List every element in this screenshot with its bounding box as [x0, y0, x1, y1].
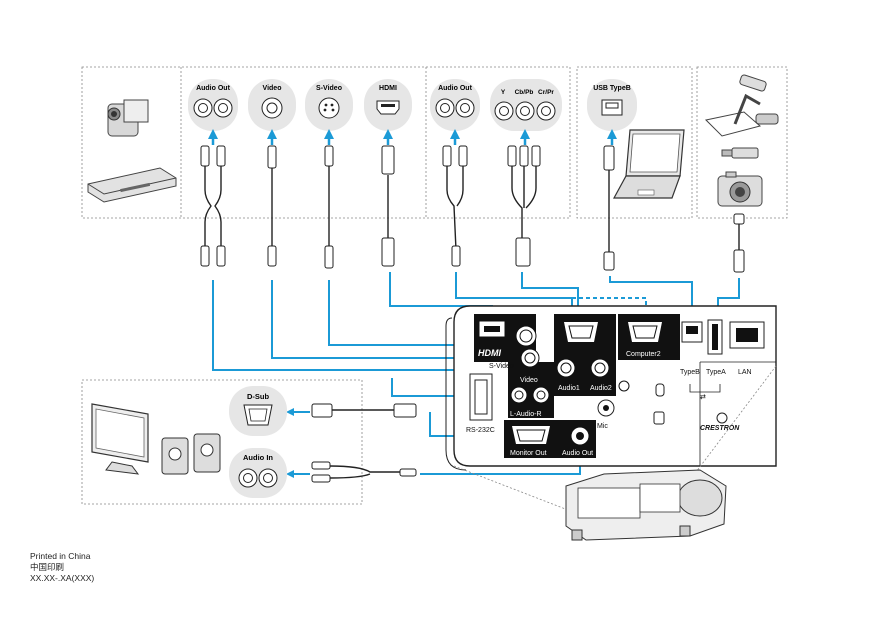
panel-svideo-label: S-Video [489, 363, 514, 370]
panel-video-label: Video [520, 377, 538, 384]
rs232c-port: RS-232C [466, 373, 495, 434]
usb-typeb-port-badge: USB TypeB [587, 79, 637, 131]
av-input-block: HDMI [474, 314, 537, 362]
audio-out-2-label: Audio Out [438, 85, 472, 92]
bottom-plugs [311, 403, 417, 483]
hdmi-label: HDMI [379, 85, 397, 92]
panel-audio1-label: Audio1 [558, 385, 580, 392]
digital-camera-icon [717, 171, 763, 207]
usb-icon: ⇄ [700, 394, 706, 401]
usb-stick-icon [721, 147, 759, 159]
bottom-cables [329, 409, 410, 479]
projector-icon [565, 469, 727, 541]
computer-block: Audio1 Audio2 [554, 314, 616, 396]
dvd-player-icon [87, 167, 177, 203]
dsub-label: D-Sub [247, 392, 269, 401]
panel-typea-label: TypeA [706, 369, 726, 376]
video-label: Video [263, 85, 282, 92]
speakers-icon [161, 433, 221, 475]
crestron-logo: CRESTRON [700, 412, 740, 432]
audio-out-label: Audio Out [196, 85, 230, 92]
plug-ends-top [200, 145, 615, 175]
audio-out-2-port-badge: Audio Out [430, 79, 480, 131]
crpr-label: Cr/Pr [538, 89, 554, 96]
computer2-block: Computer2 [618, 314, 680, 392]
av-input-block-2: S-Video Video L-Audio-R [489, 348, 554, 418]
security-slot-icon [653, 383, 665, 425]
usb-typeb-label: USB TypeB [593, 85, 631, 92]
audio-out-port-badge: Audio Out [188, 79, 238, 131]
dsub-port-badge: D-Sub [229, 386, 287, 436]
panel-audio-out-label: Audio Out [562, 450, 593, 457]
svideo-label: S-Video [316, 85, 342, 92]
hdmi-port-badge: HDMI [364, 79, 412, 131]
component-port-badge: Y Cb/Pb Cr/Pr [490, 79, 562, 131]
monitor-icon [91, 403, 149, 475]
input-arrows [208, 129, 617, 145]
hdmi-logo: HDMI [478, 348, 501, 358]
audio-in-port-badge: Audio In [229, 448, 287, 498]
panel-monitor-out-label: Monitor Out [510, 450, 547, 457]
camcorder-icon [107, 99, 149, 137]
code-text: XX.XX-.XA(XXX) [30, 573, 95, 583]
mic-port: Mic [597, 399, 615, 430]
usb-lan-ports: TypeB TypeA LAN ⇄ [680, 319, 765, 401]
panel-rs232c-label: RS-232C [466, 427, 495, 434]
y-label: Y [501, 89, 506, 96]
panel-typeb-label: TypeB [680, 369, 700, 376]
panel-audio2-label: Audio2 [590, 385, 612, 392]
video-port-badge: Video [248, 79, 296, 131]
cables [204, 165, 740, 255]
zoom-lines [453, 365, 777, 511]
laptop-icon [612, 129, 685, 199]
svideo-port-badge: S-Video [305, 79, 353, 131]
printed-cn-text: 中国印刷 [30, 562, 65, 572]
monitor-out-block: Monitor Out Audio Out [504, 420, 596, 458]
panel-computer2-label: Computer2 [626, 351, 661, 358]
panel-mic-label: Mic [597, 423, 608, 430]
audio-in-label: Audio In [243, 453, 273, 462]
panel-l-audio-r-label: L-Audio-R [510, 411, 542, 418]
crestron-text: CRESTRON [700, 425, 740, 432]
document-camera-icon [704, 74, 779, 137]
plug-ends-bottom [200, 213, 745, 273]
printed-text: Printed in China [30, 551, 91, 561]
footer: Printed in China 中国印刷 XX.XX-.XA(XXX) [30, 551, 94, 584]
cbpb-label: Cb/Pb [515, 89, 534, 96]
panel-lan-label: LAN [738, 369, 752, 376]
